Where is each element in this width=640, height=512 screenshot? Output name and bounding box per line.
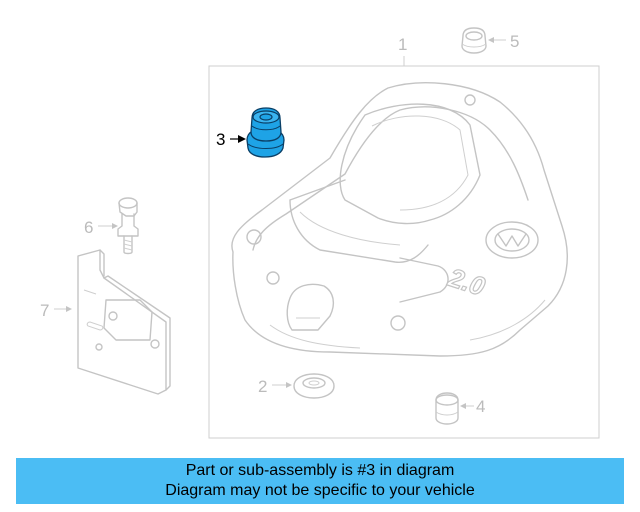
callout-7-arrowhead — [66, 306, 72, 312]
callout-3-label: 3 — [216, 130, 225, 149]
callout-1[interactable]: 1 — [398, 35, 407, 66]
callout-2-arrowhead — [286, 382, 292, 388]
callout-5-label: 5 — [510, 32, 519, 51]
callout-1-label: 1 — [398, 35, 407, 54]
callout-6-arrowhead — [112, 223, 118, 229]
callout-6-label: 6 — [84, 218, 93, 237]
callout-4-label: 4 — [476, 397, 485, 416]
part-4-grommet[interactable]: 4 — [435, 392, 485, 425]
engine-cover-badge: 2.0 — [444, 262, 489, 302]
callout-7-label: 7 — [40, 301, 49, 320]
callout-4-arrowhead — [460, 403, 466, 409]
parts-diagram: 1 2.0 3 — [40, 27, 600, 439]
part-5-grommet[interactable]: 5 — [461, 27, 519, 54]
engine-cover[interactable]: 2.0 — [231, 82, 568, 357]
callout-5-arrowhead — [488, 37, 494, 43]
callout-2-label: 2 — [258, 377, 267, 396]
callout-3-arrowhead — [238, 135, 246, 143]
part-7-bracket[interactable]: 7 — [40, 249, 171, 395]
part-6-stud[interactable]: 6 — [84, 197, 139, 255]
caption-line-2: Diagram may not be specific to your vehi… — [165, 482, 475, 499]
part-3-grommet[interactable]: 3 — [216, 107, 285, 158]
diagram-caption-banner: Part or sub-assembly is #3 in diagram Di… — [16, 458, 624, 504]
caption-line-1: Part or sub-assembly is #3 in diagram — [185, 462, 455, 479]
part-2-grommet[interactable]: 2 — [258, 373, 335, 399]
